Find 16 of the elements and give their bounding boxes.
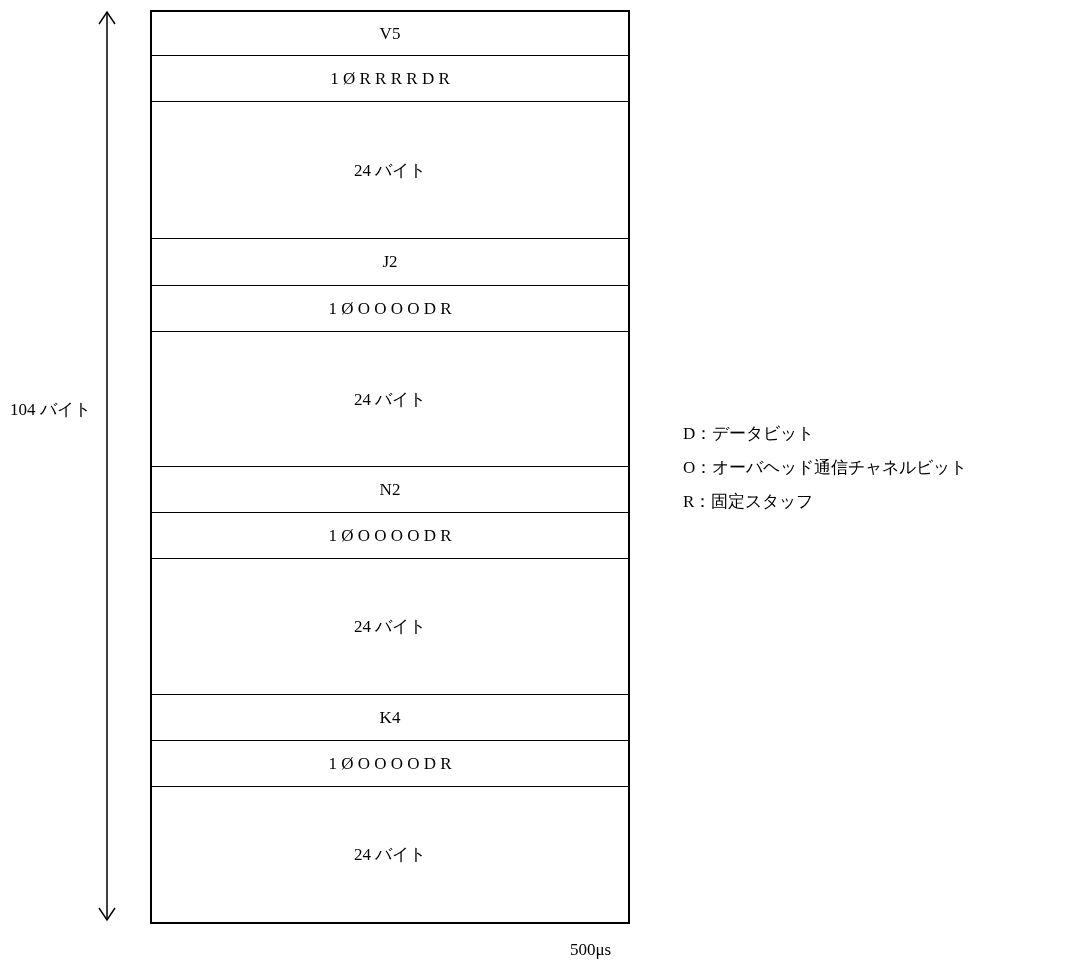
header-cell: N2 (150, 466, 630, 514)
header-cell: V5 (150, 10, 630, 57)
bit-pattern-cell: 1 Ø O O O O D R (150, 285, 630, 333)
legend-text: O：オーバヘッド通信チャネルビット (683, 457, 968, 479)
period-label: 500μs (570, 940, 612, 960)
payload-cell: 24 バイト (150, 101, 630, 240)
bit-pattern-cell: 1 Ø R R R R D R (150, 55, 630, 103)
bit-pattern-cell: 1 Ø O O O O D R (150, 512, 630, 560)
header-cell: K4 (150, 694, 630, 742)
legend-text: D：データビット (683, 423, 815, 445)
legend-text: R：固定スタッフ (683, 491, 814, 513)
header-cell: J2 (150, 238, 630, 287)
payload-cell: 24 バイト (150, 558, 630, 696)
payload-cell: 24 バイト (150, 331, 630, 468)
payload-cell: 24 バイト (150, 786, 630, 924)
bit-pattern-cell: 1 Ø O O O O D R (150, 740, 630, 788)
